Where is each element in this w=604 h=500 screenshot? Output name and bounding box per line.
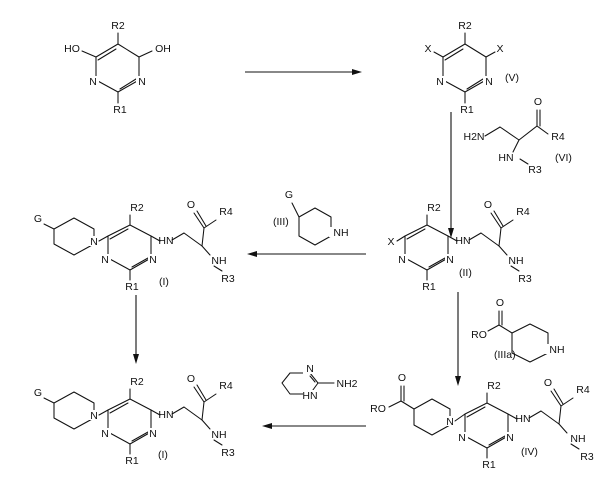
atom-nh: NH <box>211 255 226 267</box>
atom-ro: RO <box>471 329 487 341</box>
atom-hn: HN <box>455 235 470 247</box>
compound-label-iii: (III) <box>273 216 289 228</box>
compound-label-ii: (II) <box>459 267 472 279</box>
atom-x: X <box>424 43 431 55</box>
atom-x: X <box>387 236 394 248</box>
atom-r2: R2 <box>111 20 125 32</box>
atom-o: O <box>534 96 542 108</box>
atom-r3: R3 <box>528 164 542 176</box>
atom-g: G <box>34 213 42 225</box>
atom-n: N <box>90 410 98 422</box>
reagent-iiia-structure: O RO NH (IIIa) <box>471 297 564 362</box>
compound-label-i-bottom: (I) <box>158 449 168 461</box>
atom-o: O <box>187 373 195 385</box>
atom-r4: R4 <box>551 131 565 143</box>
arrow-ii-to-iv <box>455 292 461 386</box>
atom-hn: HN <box>515 413 530 425</box>
atom-n: N <box>89 76 97 88</box>
atom-n: N <box>306 363 314 375</box>
atom-nh: NH <box>549 344 564 356</box>
compound-ii-structure: X R2 HN O R4 NH R3 N N R1 (II) <box>387 199 531 293</box>
compound-label-i-top: (I) <box>159 276 169 288</box>
atom-h2n: H2N <box>463 131 484 143</box>
atom-n: N <box>138 76 146 88</box>
atom-g: G <box>285 189 293 201</box>
atom-r1: R1 <box>113 104 127 116</box>
atom-nh: NH <box>508 255 523 267</box>
atom-r2: R2 <box>130 202 144 214</box>
compound-label-vi: (VI) <box>555 152 572 164</box>
atom-nh: NH <box>333 227 348 239</box>
atom-n: N <box>398 254 406 266</box>
arrow-iv-to-i-bottom <box>262 423 366 429</box>
atom-ho: HO <box>64 43 80 55</box>
reagent-vi-structure: H2N O R4 HN R3 (VI) <box>463 96 571 176</box>
atom-r1: R1 <box>460 104 474 116</box>
atom-r3: R3 <box>518 273 532 285</box>
compound-label-iiia: (IIIa) <box>494 349 516 361</box>
atom-n: N <box>485 76 493 88</box>
atom-r4: R4 <box>576 384 590 396</box>
atom-r4: R4 <box>516 206 530 218</box>
atom-o: O <box>398 372 406 384</box>
atom-hn: HN <box>302 390 317 402</box>
atom-x: X <box>496 43 503 55</box>
atom-r4: R4 <box>219 380 233 392</box>
atom-r3: R3 <box>580 451 594 463</box>
atom-o: O <box>496 297 504 309</box>
compound-label-iv: (IV) <box>521 446 538 458</box>
atom-r3: R3 <box>221 447 235 459</box>
atom-r2: R2 <box>458 20 472 32</box>
atom-n: N <box>149 428 157 440</box>
atom-hn: HN <box>158 409 173 421</box>
atom-oh: OH <box>155 43 171 55</box>
atom-hn: HN <box>498 152 513 164</box>
atom-r1: R1 <box>125 455 139 467</box>
atom-nh: NH <box>211 429 226 441</box>
arrow-ii-to-i-top <box>247 251 366 257</box>
atom-hn: HN <box>158 235 173 247</box>
compound-i-bottom-structure: G N R2 HN O R4 NH R3 N N R1 (I) <box>34 373 235 467</box>
atom-n: N <box>436 76 444 88</box>
compound-i-top-structure: G N R2 HN O R4 NH R3 N N R1 (I) <box>34 199 235 293</box>
dihydroxypyrimidine-structure: R2 HO OH N N R1 <box>64 20 171 116</box>
atom-o: O <box>187 199 195 211</box>
atom-r4: R4 <box>219 206 233 218</box>
atom-n: N <box>149 254 157 266</box>
atom-r2: R2 <box>427 202 441 214</box>
atom-ro: RO <box>370 403 386 415</box>
arrow-halogenation <box>245 69 362 75</box>
atom-r2: R2 <box>130 376 144 388</box>
compound-v-structure: R2 X X N N R1 (V) <box>424 20 519 116</box>
atom-n: N <box>506 432 514 444</box>
atom-g: G <box>34 387 42 399</box>
compound-iv-structure: O RO N R2 HN O R4 NH R3 N N R1 (IV) <box>370 372 594 471</box>
reagent-iii-structure: G NH (III) <box>273 189 349 245</box>
atom-r1: R1 <box>125 281 139 293</box>
atom-r1: R1 <box>422 281 436 293</box>
atom-o: O <box>484 199 492 211</box>
atom-n: N <box>90 236 98 248</box>
atom-r2: R2 <box>487 380 501 392</box>
atom-nh2: NH2 <box>336 378 357 390</box>
compound-label-v: (V) <box>505 72 519 84</box>
amine-reagent-structure: N HN NH2 <box>282 363 358 402</box>
atom-n: N <box>446 254 454 266</box>
arrow-v-to-ii <box>448 112 454 238</box>
atom-r1: R1 <box>482 459 496 471</box>
arrow-i-to-i <box>133 295 139 364</box>
atom-o: O <box>544 377 552 389</box>
atom-r3: R3 <box>221 273 235 285</box>
atom-n: N <box>446 416 454 428</box>
atom-nh: NH <box>570 433 585 445</box>
atom-n: N <box>101 428 109 440</box>
atom-n: N <box>458 432 466 444</box>
atom-n: N <box>101 254 109 266</box>
